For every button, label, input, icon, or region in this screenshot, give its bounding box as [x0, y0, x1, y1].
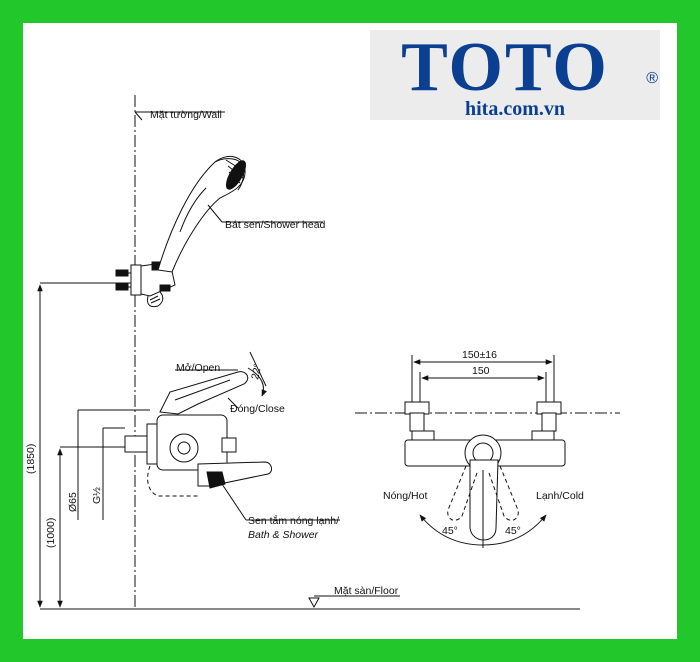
- shower-head-label: Bát sen/Shower head: [225, 219, 326, 231]
- dim-thread-label: G½: [91, 487, 103, 504]
- dim-150-16-label: 150±16: [462, 349, 497, 361]
- cold-label: Lạnh/Cold: [536, 490, 584, 502]
- hand-shower: [157, 155, 247, 273]
- floor-label: Mặt sàn/Floor: [334, 585, 399, 597]
- angle-hot-label: 45°: [442, 525, 458, 537]
- mixer-side-view: [124, 371, 273, 497]
- open-label: Mở/Open: [176, 362, 220, 374]
- angle-22-label: 22°: [249, 363, 264, 381]
- hot-label: Nóng/Hot: [383, 490, 427, 502]
- bath-shower-label-1: Sen tắm nóng lạnh/: [248, 514, 339, 527]
- angle-cold-label: 45°: [505, 525, 521, 537]
- dim-phi65-label: Ø65: [67, 492, 79, 512]
- registered-mark: ®: [646, 70, 658, 87]
- toto-logo: TOTO ® hita.com.vn: [370, 30, 660, 120]
- close-label: Đóng/Close: [230, 403, 285, 415]
- floor-marker: [308, 597, 320, 609]
- dim-1000-label: (1000): [45, 518, 57, 548]
- mixer-top-view: [355, 355, 620, 548]
- drawing-page: [23, 23, 677, 639]
- bath-shower-label-2: Bath & Shower: [248, 529, 319, 541]
- brand-logo-text: TOTO: [401, 29, 609, 106]
- website-label: hita.com.vn: [465, 98, 565, 120]
- dim-150-label: 150: [472, 365, 490, 377]
- dim-1850-label: (1850): [25, 444, 37, 474]
- wall-label: Mặt tường/Wall: [150, 109, 222, 121]
